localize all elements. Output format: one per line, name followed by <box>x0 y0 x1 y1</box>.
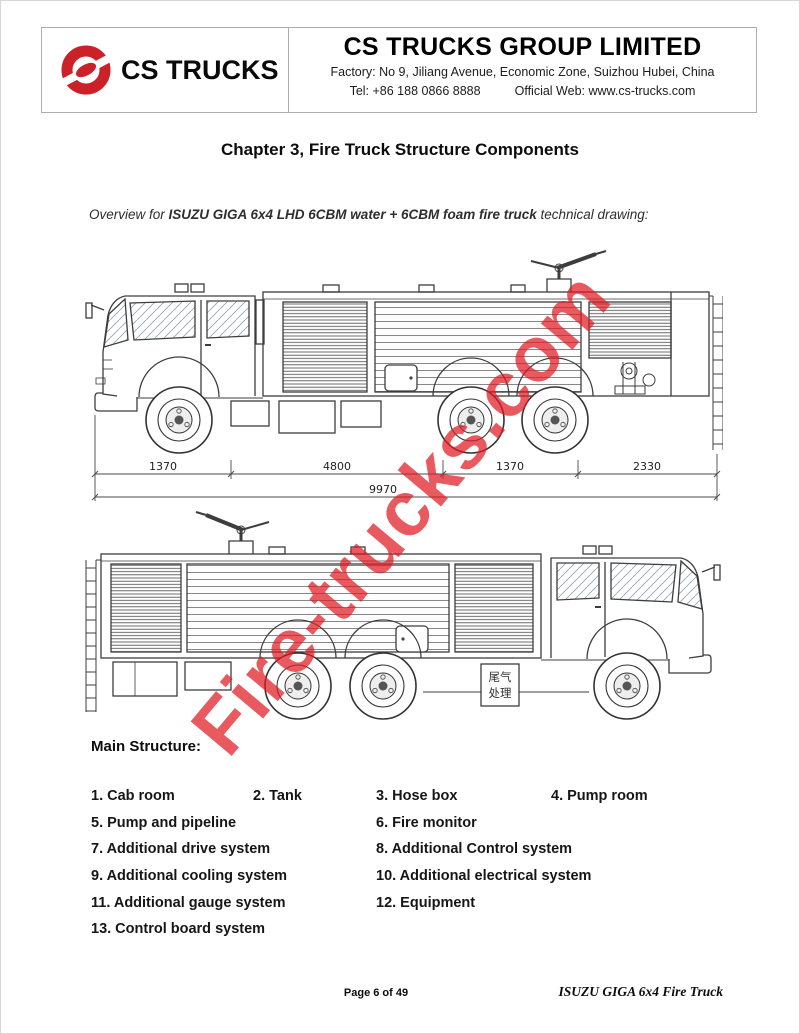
structure-item-5: 5. Pump and pipeline <box>91 814 237 831</box>
dimension-lines <box>91 415 721 501</box>
main-structure-heading: Main Structure: <box>91 738 202 755</box>
company-name: CS TRUCKS GROUP LIMITED <box>343 33 702 61</box>
logo-text: CS TRUCKS <box>121 54 279 85</box>
cab <box>550 545 721 674</box>
footer-doc-title: ISUZU GIGA 6x4 Fire Truck <box>558 984 723 999</box>
fire-truck-left-side <box>85 511 721 720</box>
structure-row: 13. Control board system <box>91 916 736 943</box>
company-info: CS TRUCKS GROUP LIMITED Factory: No 9, J… <box>289 28 756 112</box>
fire-truck-right-side <box>85 250 723 454</box>
rear-ladder <box>709 295 723 450</box>
structure-item-6: 6. Fire monitor <box>376 814 477 831</box>
structure-item-8: 8. Additional Control system <box>376 841 573 858</box>
structure-row: 7. Additional drive system 8. Additional… <box>91 836 736 863</box>
overview-suffix: technical drawing: <box>536 207 649 222</box>
dimension-labels: 1370 4800 1370 2330 9970 <box>149 460 661 496</box>
structure-item-13: 13. Control board system <box>91 921 266 938</box>
cab <box>85 283 256 412</box>
structure-item-4: 4. Pump room <box>551 788 648 805</box>
structure-row: 11. Additional gauge system 12. Equipmen… <box>91 889 736 916</box>
dim-label-total: 9970 <box>369 483 397 496</box>
exhaust-label-line1: 尾气 <box>489 670 512 684</box>
technical-drawing-top: 1370 4800 1370 2330 9970 <box>85 250 723 501</box>
company-header: CS TRUCKS CS TRUCKS GROUP LIMITED Factor… <box>41 27 757 113</box>
structure-item-9: 9. Additional cooling system <box>91 868 288 885</box>
structure-row: 1. Cab room 2. Tank 3. Hose box 4. Pump … <box>91 783 736 810</box>
company-tel: Tel: +86 188 0866 8888 <box>349 84 481 98</box>
footer-page-number: Page 6 of 49 <box>343 987 409 999</box>
company-logo: CS TRUCKS <box>42 28 289 112</box>
structure-item-12: 12. Equipment <box>376 894 476 911</box>
technical-drawing-bottom: 尾气 处理 <box>85 511 721 720</box>
pump-equipment <box>614 362 656 395</box>
structure-item-7: 7. Additional drive system <box>91 841 271 858</box>
main-structure-section: Main Structure: 1. Cab room 2. Tank 3. H… <box>91 738 736 943</box>
exhaust-treatment-box <box>480 663 520 707</box>
chapter-title: Chapter 3, Fire Truck Structure Componen… <box>220 140 579 159</box>
pump-room-shutter <box>588 301 672 359</box>
dim-label-4: 2330 <box>633 460 661 473</box>
structure-item-1: 1. Cab room <box>91 788 175 805</box>
dim-label-3: 1370 <box>496 460 524 473</box>
rear-ladder <box>85 559 101 712</box>
overview-line: Overview for ISUZU GIGA 6x4 LHD 6CBM wat… <box>89 207 649 222</box>
structure-item-10: 10. Additional electrical system <box>376 868 592 885</box>
structure-item-11: 11. Additional gauge system <box>91 894 286 911</box>
overview-prefix: Overview for <box>89 207 169 222</box>
overview-model: ISUZU GIGA 6x4 LHD 6CBM water + 6CBM foa… <box>168 207 537 222</box>
company-address: Factory: No 9, Jiliang Avenue, Economic … <box>330 65 715 79</box>
company-web: Official Web: www.cs-trucks.com <box>514 84 696 98</box>
roller-shutter <box>454 563 534 653</box>
structure-row: 5. Pump and pipeline 6. Fire monitor <box>91 810 736 837</box>
dim-label-2: 4800 <box>323 460 351 473</box>
dim-label-1: 1370 <box>149 460 177 473</box>
company-contacts: Tel: +86 188 0866 8888 Official Web: www.… <box>289 83 756 100</box>
structure-item-3: 3. Hose box <box>376 788 458 805</box>
fire-monitor-icon <box>530 250 607 292</box>
structure-row: 9. Additional cooling system 10. Additio… <box>91 863 736 890</box>
structure-item-2: 2. Tank <box>253 788 302 805</box>
fire-monitor-icon <box>195 511 270 554</box>
exhaust-label-line2: 处理 <box>489 686 512 700</box>
cs-trucks-logo-icon <box>58 45 114 95</box>
roller-shutter <box>282 301 368 393</box>
roller-shutter <box>110 563 182 653</box>
